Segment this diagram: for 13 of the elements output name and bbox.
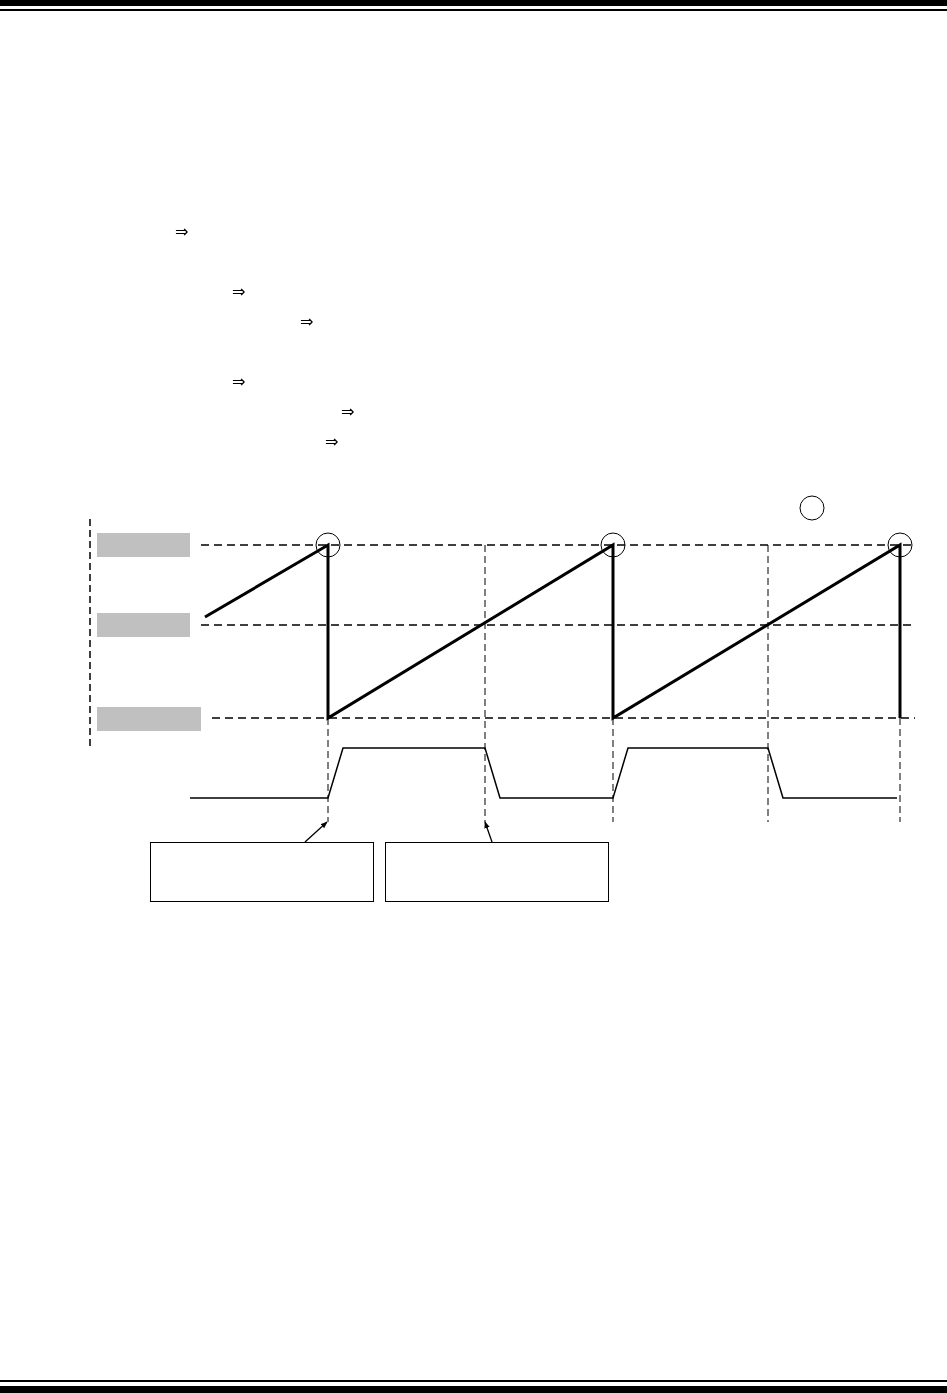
double-arrow-symbol: ⇒: [300, 313, 314, 331]
double-arrow-symbol: ⇒: [232, 283, 246, 301]
level-tag: [97, 613, 190, 637]
double-arrow-symbol: ⇒: [175, 223, 189, 241]
double-arrow-symbol: ⇒: [232, 373, 246, 391]
double-arrow-symbol: ⇒: [341, 403, 355, 421]
level-tag: [97, 707, 201, 731]
double-arrow-symbol: ⇒: [325, 433, 339, 451]
callout-box: [385, 842, 609, 902]
callout-box: [150, 842, 374, 902]
leader-arrow: [484, 821, 493, 843]
level-tag: [97, 533, 190, 557]
leader-arrow: [304, 821, 328, 843]
